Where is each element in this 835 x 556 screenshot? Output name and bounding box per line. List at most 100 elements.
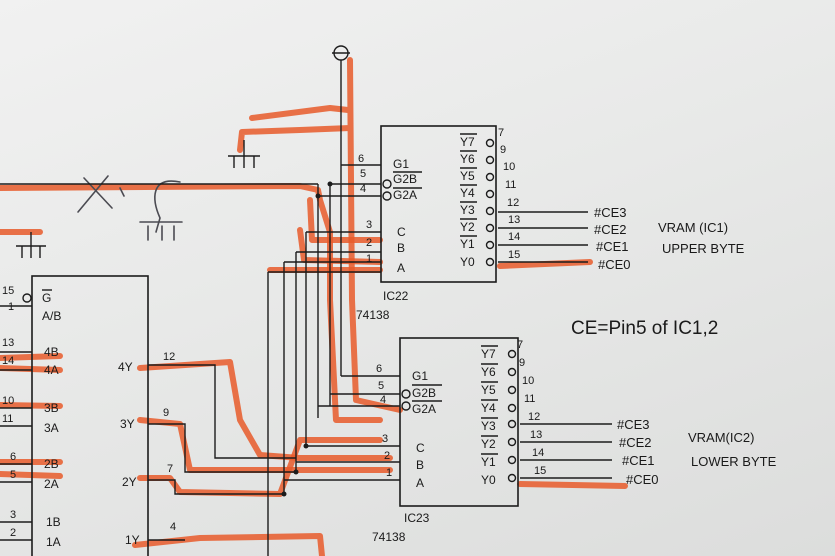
power-symbols [16, 45, 350, 258]
ic23-signal-ce1: #CE1 [622, 453, 655, 468]
ic22-out-y2: Y2 [460, 220, 475, 234]
mux-pin-name-3y: 3Y [120, 417, 135, 431]
mux-pin-name-4a: 4A [44, 363, 59, 377]
ic23-out-num-9: 9 [519, 357, 525, 369]
ic22-out-y0: Y0 [460, 255, 475, 269]
ic23-pin-num-g2b: 5 [378, 380, 384, 392]
ic23-chip: 6 G1 5 G2B 4 G2A 3 C 2 B 1 A Y7 Y6 Y5 Y4… [372, 337, 546, 544]
ic22-pin-name-g2b: G2B [393, 172, 417, 186]
ic22-note-byte: UPPER BYTE [662, 241, 745, 256]
ic23-pin-name-a: A [416, 476, 424, 490]
mux-pin-name-3a: 3A [44, 421, 59, 435]
ground-symbol-left [16, 232, 46, 258]
ic22-signal-ce3: #CE3 [594, 205, 627, 220]
ic23-label: IC23 [404, 511, 430, 525]
ic22-label: IC22 [383, 289, 409, 303]
mux-left-pins: 15 G 1 A/B 13 4B 14 4A 10 3B 11 3A 6 2B … [0, 285, 61, 549]
ic22-signal-ce2: #CE2 [594, 222, 627, 237]
ic22-pin-num-g1: 6 [358, 153, 364, 165]
ic22-out-y5: Y5 [460, 169, 475, 183]
mux-pin-num-7: 7 [167, 463, 173, 475]
mux-pin-name-4y: 4Y [118, 360, 133, 374]
ic22-pin-num-b: 2 [366, 237, 372, 249]
mux-pin-num-15: 15 [2, 285, 14, 297]
ic23-outputs: Y7 Y6 Y5 Y4 Y3 Y2 Y1 Y0 7 9 10 [481, 339, 546, 487]
ic22-pin-num-g2b: 5 [360, 168, 366, 180]
ic23-out-y0: Y0 [481, 473, 496, 487]
ic23-note-byte: LOWER BYTE [691, 454, 777, 469]
ic22-part: 74138 [356, 308, 390, 322]
marker-ce0-lower [517, 481, 628, 489]
ic23-out-y5: Y5 [481, 383, 496, 397]
ic22-signals: #CE3 #CE2 #CE1 #CE0 VRAM (IC1) UPPER BYT… [594, 205, 745, 272]
mux-right-pins: 4Y 12 3Y 9 2Y 7 1Y 4 [118, 351, 176, 547]
ic23-signals: #CE3 #CE2 #CE1 #CE0 VRAM(IC2) LOWER BYTE [617, 417, 777, 487]
marker-1y-trace [132, 533, 325, 556]
ic23-signal-ce2: #CE2 [619, 435, 652, 450]
ic22-out-num-11: 11 [505, 179, 516, 191]
marker-4y-trace [137, 359, 393, 461]
mux-pin-num-6: 6 [10, 451, 16, 463]
mux-pin-name-3b: 3B [44, 401, 59, 415]
mux-pin-name-1a: 1A [46, 535, 61, 549]
ic22-out-y4: Y4 [460, 186, 475, 200]
wiring [0, 164, 612, 556]
pencil-break-mark [119, 187, 125, 197]
marker-highlights [0, 57, 628, 556]
mux-pin-num-14: 14 [2, 355, 14, 367]
ic22-pin-name-g2a: G2A [393, 188, 417, 202]
ic23-out-y1: Y1 [481, 455, 496, 469]
ic22-out-num-12: 12 [507, 197, 519, 209]
ic23-pin-name-c: C [416, 441, 425, 455]
ic23-pin-num-b: 2 [384, 450, 390, 462]
ic22-pin-name-g1: G1 [393, 157, 409, 171]
mux-pin-num-10: 10 [2, 395, 14, 407]
ic22-pin-name-c: C [397, 225, 406, 239]
ic22-out-num-15: 15 [508, 249, 520, 261]
mux-pin-num-3: 3 [10, 509, 16, 521]
ic23-out-y4: Y4 [481, 401, 496, 415]
ic23-signal-ce3: #CE3 [617, 417, 650, 432]
ic22-out-num-10: 10 [503, 161, 515, 173]
ic22-chip: 6 G1 5 G2B 4 G2A 3 C 2 B 1 A Y7 Y6 Y5 Y4… [356, 125, 520, 322]
mux-pin-name-2b: 2B [44, 457, 59, 471]
ic23-out-num-13: 13 [530, 429, 542, 441]
mux-pin-name-g: G [42, 291, 51, 305]
mux-pin-name-4b: 4B [44, 345, 59, 359]
ce-annotation: CE=Pin5 of IC1,2 [571, 318, 718, 339]
mux-pin-name-2y: 2Y [122, 475, 137, 489]
ic23-out-num-12: 12 [528, 411, 540, 423]
ic23-pin-name-b: B [416, 458, 424, 472]
ic22-pin-name-b: B [397, 241, 405, 255]
mux-pin-num-1: 1 [8, 301, 14, 313]
ic22-signal-ce1: #CE1 [596, 239, 629, 254]
ic22-note-vram: VRAM (IC1) [658, 220, 728, 235]
mux-pin-num-9: 9 [163, 407, 169, 419]
ic22-out-y6: Y6 [460, 152, 475, 166]
ic23-signal-ce0: #CE0 [626, 472, 659, 487]
marker-2y-trace [137, 437, 383, 497]
ic23-pin-num-g1: 6 [376, 363, 382, 375]
ic22-out-num-9: 9 [500, 144, 506, 156]
mux-pin-num-11: 11 [2, 413, 13, 425]
ic22-out-y7: Y7 [460, 135, 475, 149]
mux-chip: 15 G 1 A/B 13 4B 14 4A 10 3B 11 3A 6 2B … [0, 275, 176, 556]
ic23-pin-num-c: 3 [382, 433, 388, 445]
ic23-out-y2: Y2 [481, 437, 496, 451]
mux-pin-num-4: 4 [170, 521, 176, 533]
ic22-out-num-7: 7 [498, 127, 504, 139]
pencil-marks [77, 175, 183, 241]
ic23-out-num-7: 7 [517, 339, 523, 351]
mux-pin-name-1b: 1B [46, 515, 61, 529]
mux-pin-num-13: 13 [2, 337, 14, 349]
mux-pin-name-ab: A/B [42, 309, 61, 323]
ic22-outputs: Y7 Y6 Y5 Y4 Y3 Y2 Y1 Y0 7 9 10 [460, 127, 520, 269]
ic23-out-num-10: 10 [522, 375, 534, 387]
ic22-pin-num-g2a: 4 [360, 183, 366, 195]
mux-pin-num-2: 2 [10, 527, 16, 539]
marker-3y-trace [137, 417, 393, 473]
ic23-out-num-11: 11 [524, 393, 535, 405]
marker-mux-pins [0, 229, 63, 479]
ic22-out-y1: Y1 [460, 237, 475, 251]
